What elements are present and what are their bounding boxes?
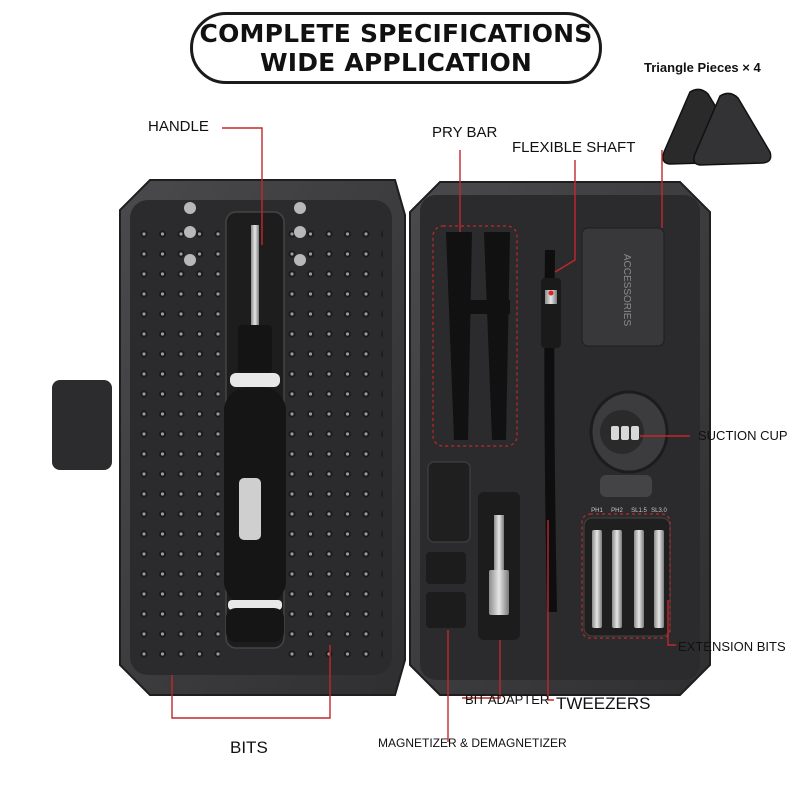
label-handle: HANDLE <box>148 118 209 135</box>
label-pry-bar: PRY BAR <box>432 124 498 141</box>
label-tweezers: TWEEZERS <box>556 694 651 713</box>
ext-bit-code-4: SL3.0 <box>651 508 667 514</box>
ext-bit-code-2: PH2 <box>611 508 623 514</box>
label-extension-bits: EXTENSION BITS <box>678 639 786 654</box>
ext-bit-code-1: PH1 <box>591 508 603 514</box>
label-flexible-shaft: FLEXIBLE SHAFT <box>512 139 636 156</box>
title-banner: COMPLETE SPECIFICATIONS WIDE APPLICATION <box>190 12 602 84</box>
label-bits: BITS <box>230 738 268 757</box>
case-right-half <box>409 181 711 696</box>
ext-bit-code-3: SL1.5 <box>631 508 647 514</box>
case-left-half <box>52 179 406 696</box>
title-line-1: COMPLETE SPECIFICATIONS <box>199 19 593 48</box>
label-suction-cup: SUCTION CUP <box>698 428 788 443</box>
triangle-pieces <box>662 88 772 166</box>
label-bit-adapter: BIT ADAPTER <box>465 692 550 707</box>
callout-lines <box>171 127 690 742</box>
accessories-print: ACCESSORIES <box>621 254 632 327</box>
label-magnetizer: MAGNETIZER & DEMAGNETIZER <box>378 736 567 750</box>
title-line-2: WIDE APPLICATION <box>259 48 533 77</box>
triangle-pieces-caption: Triangle Pieces × 4 <box>644 60 761 75</box>
